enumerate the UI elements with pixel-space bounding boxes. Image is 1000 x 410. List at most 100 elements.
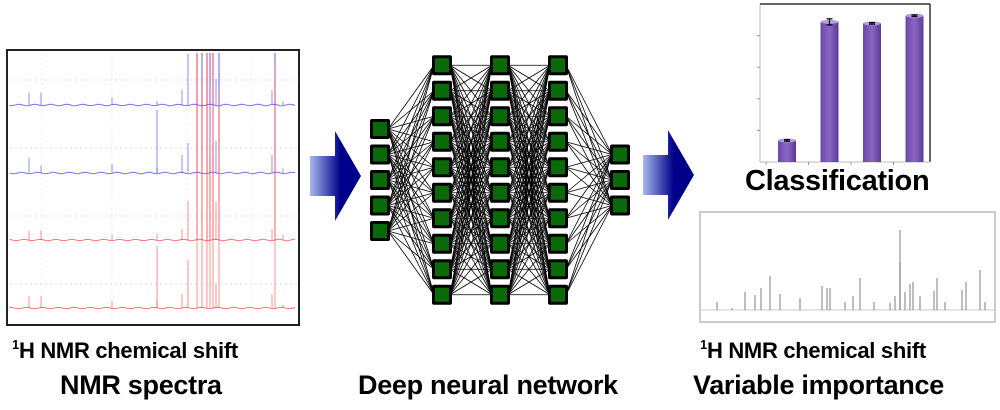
network-node — [373, 224, 387, 238]
network-node — [551, 287, 565, 302]
connection-edge — [565, 154, 613, 168]
network-node — [493, 287, 507, 302]
network-node — [493, 160, 507, 175]
connection-edge — [565, 154, 613, 194]
connection-edge — [449, 65, 493, 168]
connections — [387, 64, 613, 296]
connection-edge — [507, 141, 551, 295]
network-node — [613, 173, 627, 187]
network-node — [493, 211, 507, 226]
connection-edge — [449, 65, 493, 244]
network-node — [435, 83, 449, 98]
nmr-spectra-title: NMR spectra — [60, 370, 222, 400]
connection-edge — [507, 65, 551, 244]
connection-edge — [387, 230, 435, 295]
connection-edge — [507, 65, 551, 193]
connection-edge — [507, 65, 551, 168]
connection-edge — [565, 179, 613, 295]
network-node — [493, 83, 507, 98]
network-node — [551, 262, 565, 277]
connection-edge — [565, 154, 613, 219]
connection-edge — [387, 65, 435, 130]
network-node — [373, 147, 387, 162]
network-node — [551, 134, 565, 149]
superscript: 1 — [700, 337, 707, 352]
connection-edge — [507, 65, 551, 270]
connection-edge — [507, 243, 551, 296]
connection-edge — [507, 268, 551, 296]
connection-edge — [449, 65, 493, 270]
network-node — [613, 198, 627, 213]
network-node — [435, 58, 449, 73]
network-node — [551, 211, 565, 226]
network-node — [435, 262, 449, 277]
network-node — [551, 109, 565, 124]
axis-text: H NMR chemical shift — [18, 338, 238, 363]
connection-edge — [449, 167, 493, 295]
spectrum-trace — [9, 103, 296, 107]
network-node — [435, 287, 449, 302]
connection-edge — [449, 116, 493, 295]
connection-edge — [449, 268, 493, 296]
bar — [778, 140, 796, 162]
classification-title: Classification — [745, 165, 930, 197]
connection-edge — [507, 65, 551, 295]
connection-edge — [387, 65, 435, 206]
network-node — [551, 58, 565, 73]
spectrum-trace — [9, 238, 296, 242]
axis-text: H NMR chemical shift — [706, 338, 926, 363]
deep-neural-network-title: Deep neural network — [358, 370, 618, 400]
connection-edge — [565, 205, 613, 295]
network-node — [435, 134, 449, 149]
connection-edge — [387, 192, 435, 232]
arrow-right-icon — [643, 130, 694, 220]
network-node — [493, 262, 507, 277]
connection-edge — [449, 243, 493, 296]
connection-edge — [387, 141, 435, 232]
connection-edge — [565, 154, 613, 295]
network-node — [493, 185, 507, 200]
connection-edge — [565, 90, 613, 155]
connection-edge — [449, 64, 493, 117]
connection-edge — [507, 65, 551, 219]
plot-frame — [699, 211, 996, 323]
connection-edge — [507, 192, 551, 295]
spectrum-trace — [9, 306, 296, 310]
network-node — [551, 83, 565, 98]
network-node — [551, 160, 565, 175]
arrow-right-icon — [310, 131, 361, 221]
connection-edge — [507, 90, 551, 295]
connection-edge — [387, 116, 435, 232]
bar — [863, 23, 881, 163]
network-node — [613, 147, 627, 162]
network-node — [435, 185, 449, 200]
plot-frame — [6, 49, 300, 326]
network-node — [373, 122, 387, 136]
connection-edge — [449, 65, 493, 142]
spectrum-trace — [9, 171, 296, 175]
connection-edge — [565, 154, 613, 244]
connection-edge — [387, 230, 435, 245]
variable-importance-title: Variable importance — [693, 370, 944, 400]
network-node — [493, 134, 507, 149]
connection-edge — [387, 217, 435, 232]
connection-edge — [387, 90, 435, 232]
network-node — [435, 236, 449, 251]
connection-edge — [507, 218, 551, 295]
connection-edge — [565, 115, 613, 155]
connection-edge — [507, 167, 551, 295]
connection-edge — [507, 64, 551, 117]
connection-edge — [449, 65, 493, 193]
connection-edge — [507, 116, 551, 295]
network-node — [493, 109, 507, 124]
vi-axis-label: 1H NMR chemical shift — [700, 337, 926, 364]
connection-edge — [565, 65, 613, 155]
network-node — [551, 236, 565, 251]
connection-edge — [507, 64, 551, 92]
neural-network-diagram — [370, 55, 630, 305]
bar — [905, 15, 924, 163]
network-node — [435, 160, 449, 175]
nmr-spectra-plot — [6, 49, 300, 326]
connection-edge — [449, 90, 493, 295]
network-node — [493, 58, 507, 73]
